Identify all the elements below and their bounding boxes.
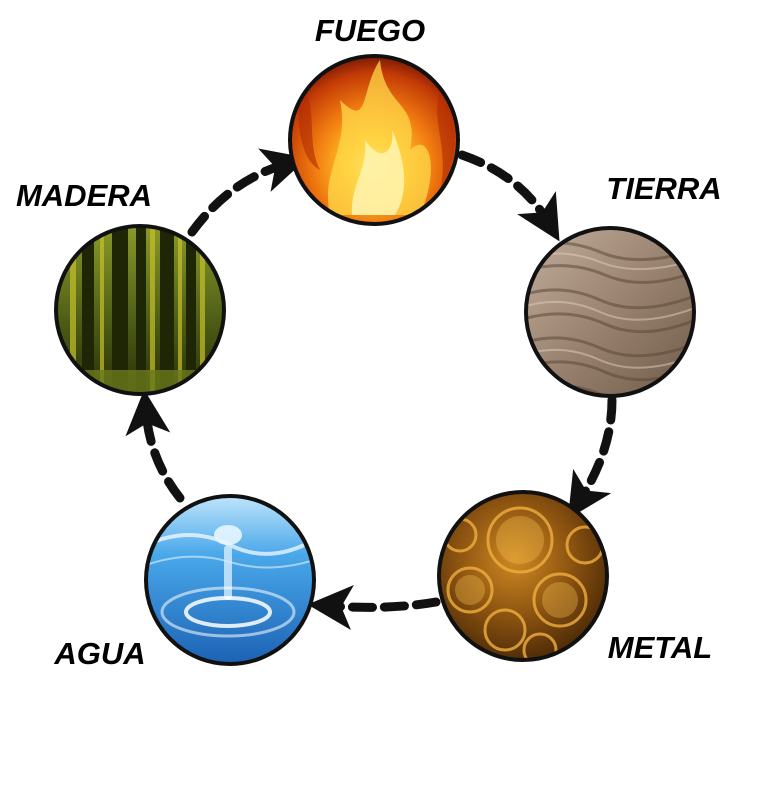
arrow-agua-to-madera: [125, 389, 185, 503]
node-agua: [144, 494, 316, 666]
node-metal: [437, 490, 609, 662]
label-fuego: FUEGO: [315, 13, 425, 48]
arrow-tierra-to-metal: [567, 395, 617, 519]
label-metal: METAL: [608, 630, 712, 665]
arrow-madera-to-fuego: [187, 148, 308, 237]
label-agua: AGUA: [53, 636, 145, 671]
sand-photo-icon: [526, 228, 694, 396]
node-madera: [54, 224, 226, 396]
forest-photo-icon: [56, 226, 224, 394]
water-drop-photo-icon: [146, 496, 314, 664]
arrow-fuego-to-tierra: [457, 150, 560, 242]
node-fuego: [288, 54, 460, 226]
gold-coins-photo-icon: [439, 492, 607, 660]
node-tierra: [524, 226, 696, 398]
label-tierra: TIERRA: [606, 171, 721, 206]
fire-photo-icon: [290, 56, 458, 224]
arrow-metal-to-agua: [307, 585, 441, 630]
cycle-arrows: [125, 148, 617, 630]
label-madera: MADERA: [16, 178, 152, 213]
